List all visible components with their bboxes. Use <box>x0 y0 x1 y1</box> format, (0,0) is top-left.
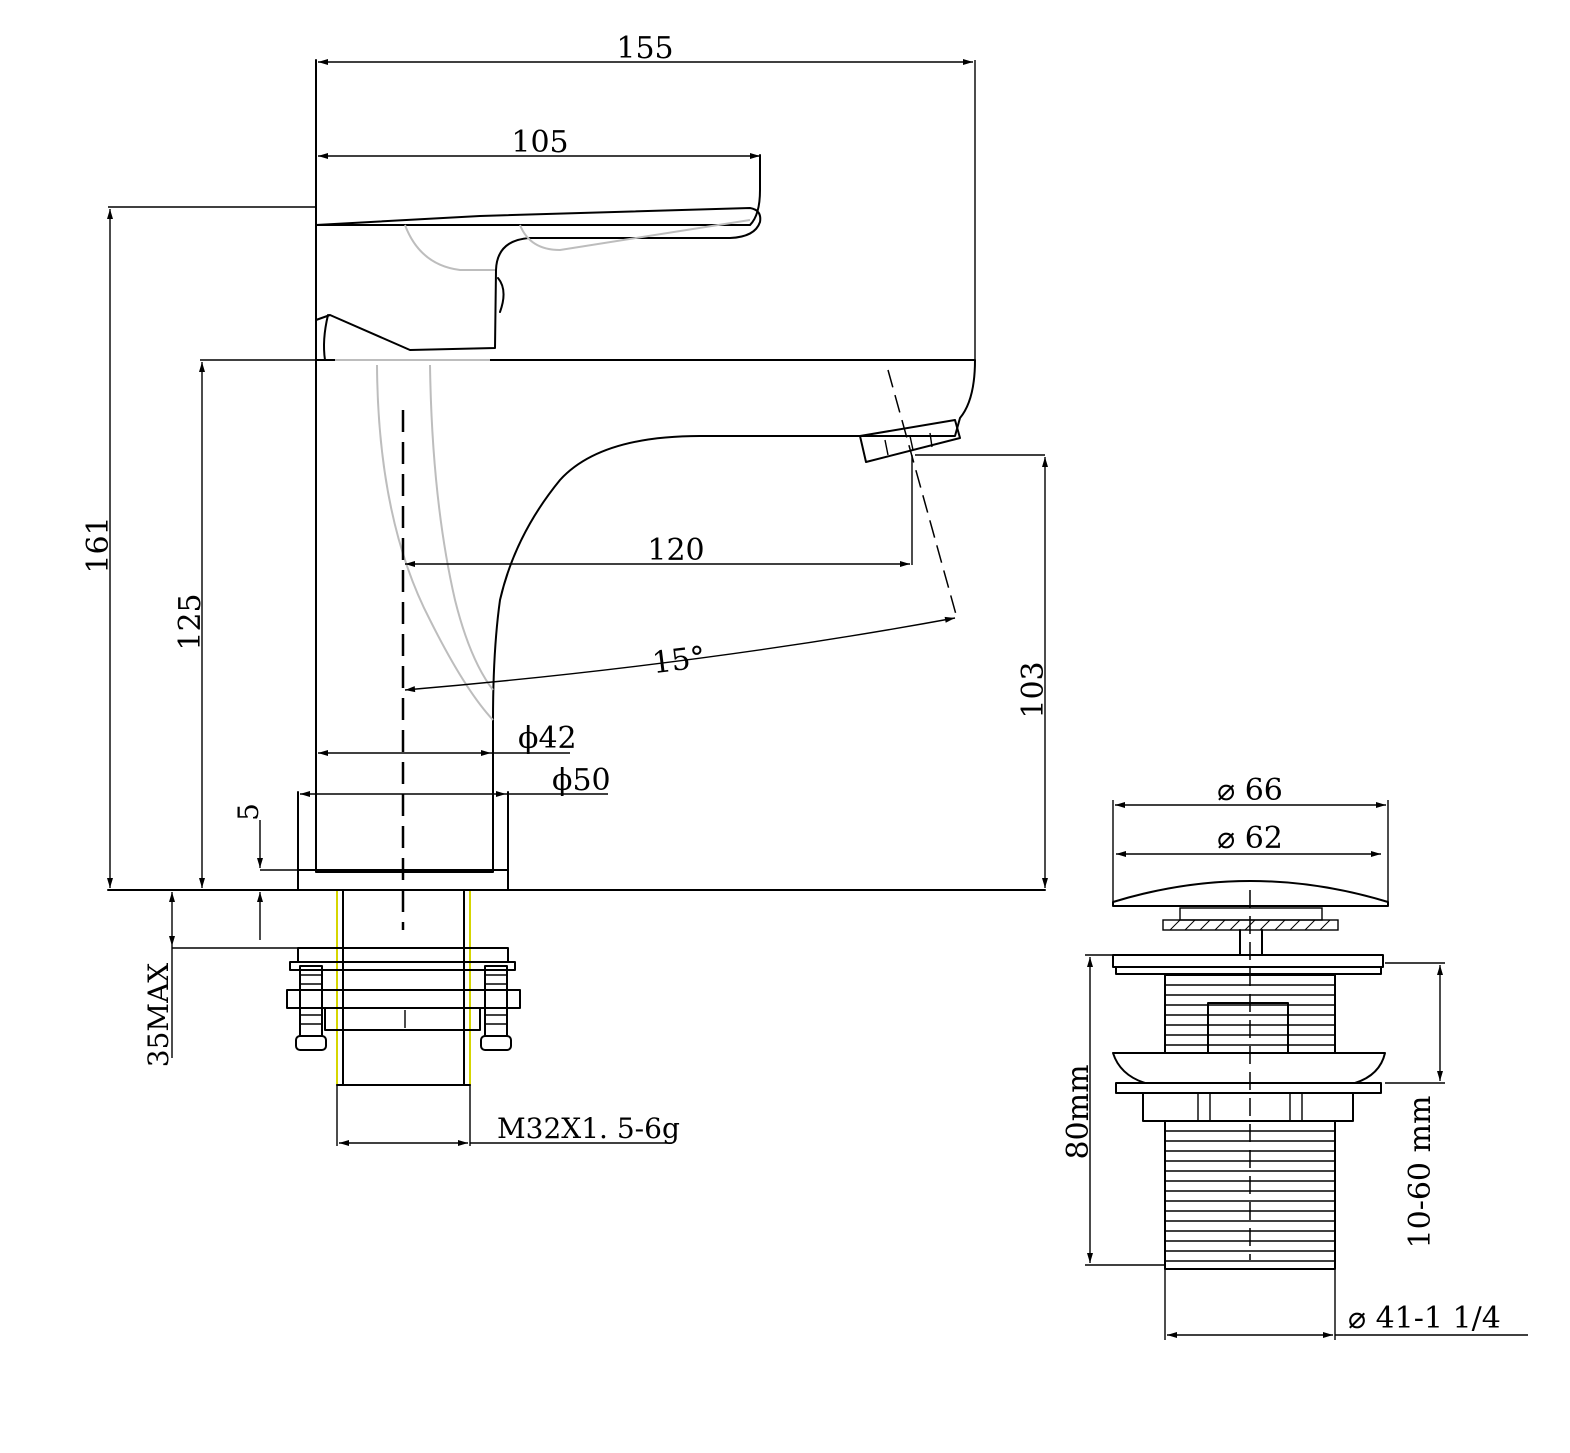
waste-lock-nut <box>1142 1092 1354 1122</box>
dim-body-height: 125 <box>173 593 208 650</box>
body-inner-curve-b <box>429 364 494 691</box>
handle-rotated-ghost <box>404 219 751 271</box>
dim-overall-length: 155 <box>616 31 673 66</box>
dim-thread: M32X1. 5-6g <box>497 1112 680 1145</box>
handle-base <box>323 314 329 361</box>
fixing-washer <box>297 947 509 963</box>
waste-lower-thread <box>1164 1120 1336 1270</box>
dim-total-height: 161 <box>81 516 116 573</box>
faucet-handle <box>315 154 761 226</box>
faucet-handle-body <box>315 207 762 351</box>
aerator-detail <box>884 432 933 456</box>
dim-base-plate: 5 <box>232 803 265 821</box>
waste-drawing: ⌀ 66 ⌀ 62 80mm 10-60 mm ⌀ 41-1 1/4 <box>1061 773 1528 1340</box>
waste-flange-lip <box>1115 966 1382 975</box>
waste-clamp-nut <box>1112 1052 1386 1084</box>
body-inner-curve-a <box>376 364 494 721</box>
dim-cap-outer: ⌀ 66 <box>1217 773 1283 808</box>
dim-cap-inner: ⌀ 62 <box>1217 821 1283 856</box>
waste-flange <box>1112 954 1384 968</box>
dim-clamp-range: 10-60 mm <box>1403 1096 1438 1249</box>
fixing-bolt-left <box>295 965 327 1051</box>
dim-waste-height: 80mm <box>1061 1064 1096 1159</box>
dim-base-diameter: ϕ50 <box>552 763 611 798</box>
waste-upper-thread <box>1164 974 1336 1054</box>
faucet-drawing: 155 105 161 125 120 15° 103 ϕ42 ϕ50 <box>81 31 1051 1146</box>
dim-max-deck: 35MAX <box>142 963 175 1068</box>
dim-thread-diameter: ⌀ 41-1 1/4 <box>1348 1301 1501 1336</box>
fixing-bolt-right <box>480 965 512 1051</box>
dim-handle-angle: 15° <box>650 640 707 681</box>
dim-handle-length: 105 <box>511 125 568 160</box>
dim-body-diameter: ϕ42 <box>518 721 577 756</box>
handle-knob <box>497 277 505 313</box>
dim-spout-reach: 120 <box>647 533 704 568</box>
spout-rotation-line <box>887 369 958 619</box>
waste-washer <box>1115 1082 1382 1094</box>
faucet-body-outline <box>315 59 976 873</box>
dim-spout-height: 103 <box>1016 661 1051 718</box>
spout-aerator <box>859 419 961 463</box>
fixing-nut <box>324 1007 481 1031</box>
fixing-plate-top <box>289 961 516 971</box>
